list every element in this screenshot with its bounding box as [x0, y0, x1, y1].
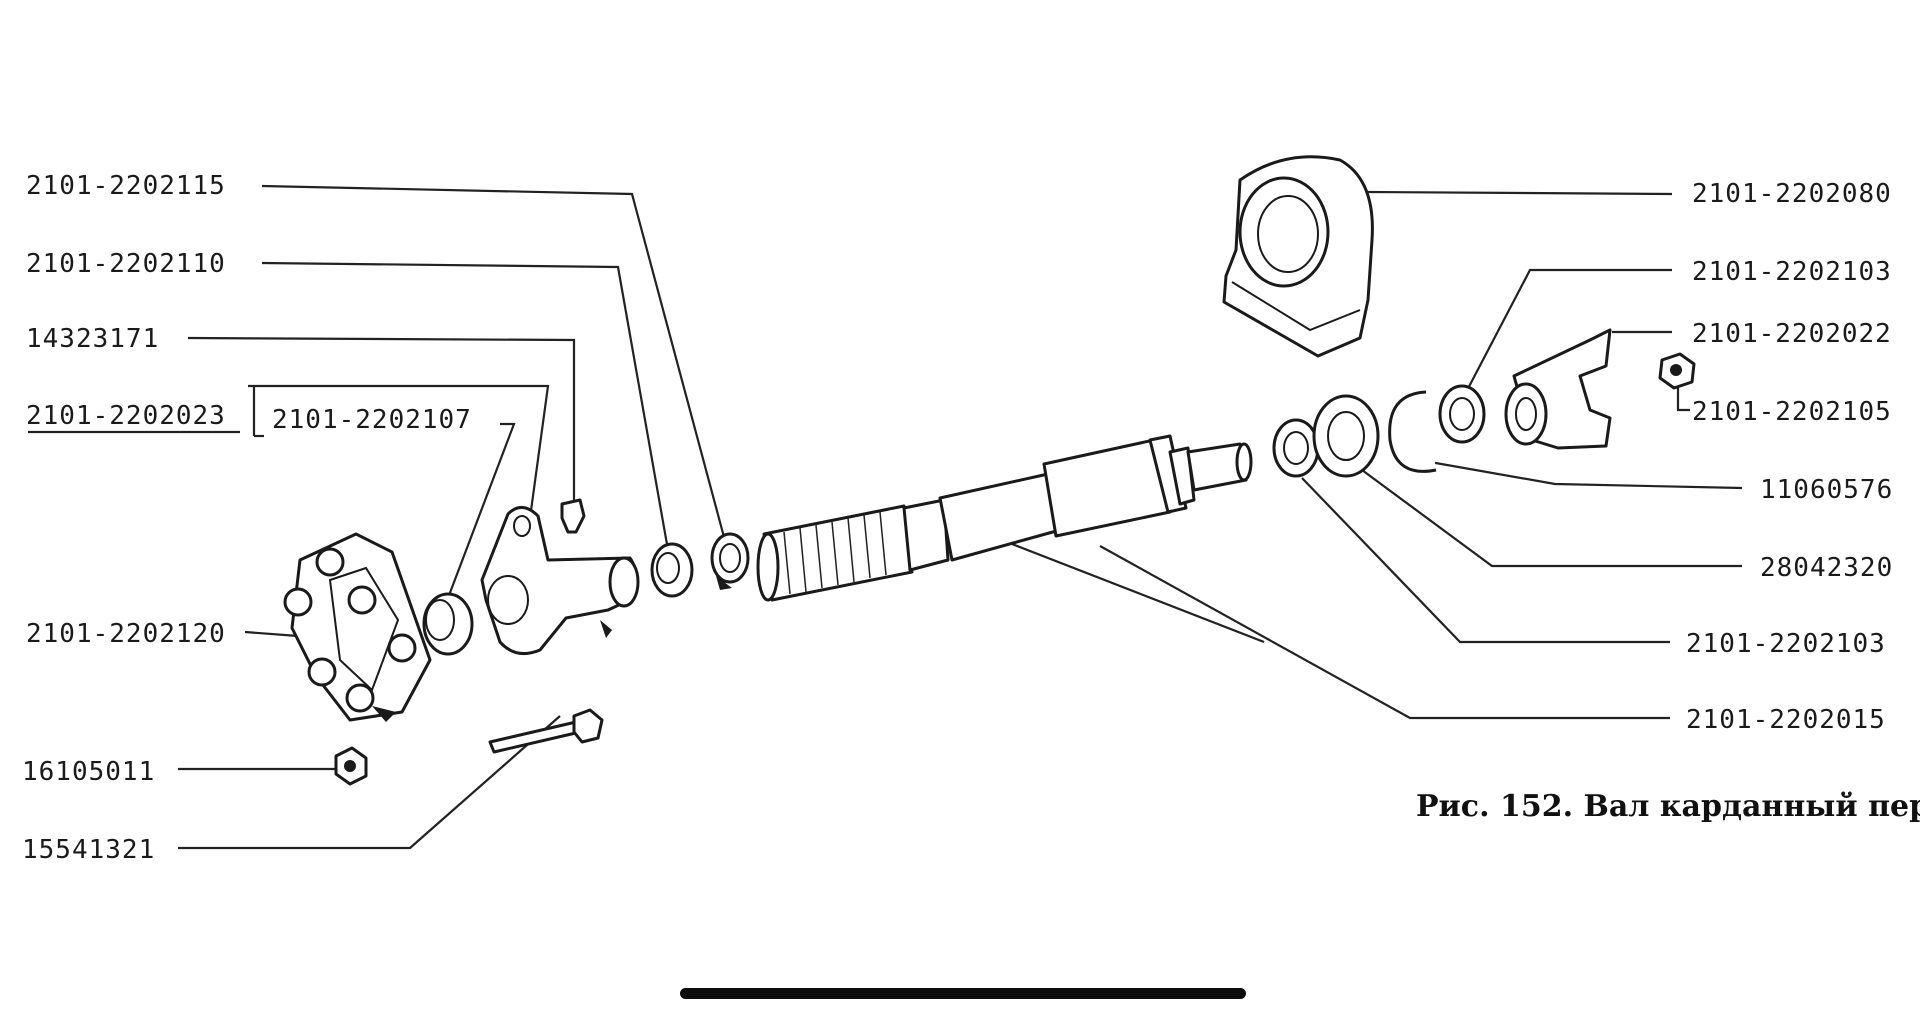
yoke: [1504, 328, 1612, 450]
callout-2101-2202115: 2101-2202115: [26, 171, 226, 201]
nut-left: [334, 746, 368, 786]
bolt: [488, 708, 604, 754]
home-indicator[interactable]: [680, 988, 1246, 999]
callout-2101-2202022: 2101-2202022: [1692, 319, 1892, 349]
callout-2101-2202015: 2101-2202015: [1686, 705, 1886, 735]
flexible-coupling: [283, 532, 432, 722]
callout-2101-2202023: 2101-2202023: [26, 401, 226, 431]
figure-caption: Рис. 152. Вал карданный передний: [1416, 789, 1920, 824]
callout-11060576: 11060576: [1760, 475, 1893, 505]
centre-support: [1222, 155, 1374, 358]
callout-28042320: 28042320: [1760, 553, 1893, 583]
callout-16105011: 16105011: [22, 757, 155, 787]
group-bracket: [28, 386, 264, 438]
callout-2101-2202105: 2101-2202105: [1692, 397, 1892, 427]
callout-2101-2202103-bottom: 2101-2202103: [1686, 629, 1886, 659]
leader-lines: [178, 184, 1743, 850]
washer-right: [1438, 384, 1486, 444]
shaft: [756, 434, 1253, 602]
centering-bushing: [422, 592, 474, 656]
callout-2101-2202107: 2101-2202107: [272, 405, 472, 435]
shim-washer: [1272, 418, 1320, 478]
callout-labels: 2101-2202115 2101-2202110 14323171 2101-…: [22, 171, 1893, 865]
grease-fitting: [560, 498, 586, 534]
callout-15541321: 15541321: [22, 835, 155, 865]
callout-2101-2202103-top: 2101-2202103: [1692, 257, 1892, 287]
retaining-ring: [1388, 390, 1437, 473]
ball-bearing: [1312, 394, 1380, 478]
seal-cage: [710, 532, 750, 590]
callout-2101-2202120: 2101-2202120: [26, 619, 226, 649]
callout-2101-2202110: 2101-2202110: [26, 249, 226, 279]
flange: [480, 506, 640, 656]
seal: [650, 542, 694, 598]
callout-2101-2202080: 2101-2202080: [1692, 179, 1892, 209]
callout-14323171: 14323171: [26, 324, 159, 354]
nut-right: [1658, 352, 1696, 390]
